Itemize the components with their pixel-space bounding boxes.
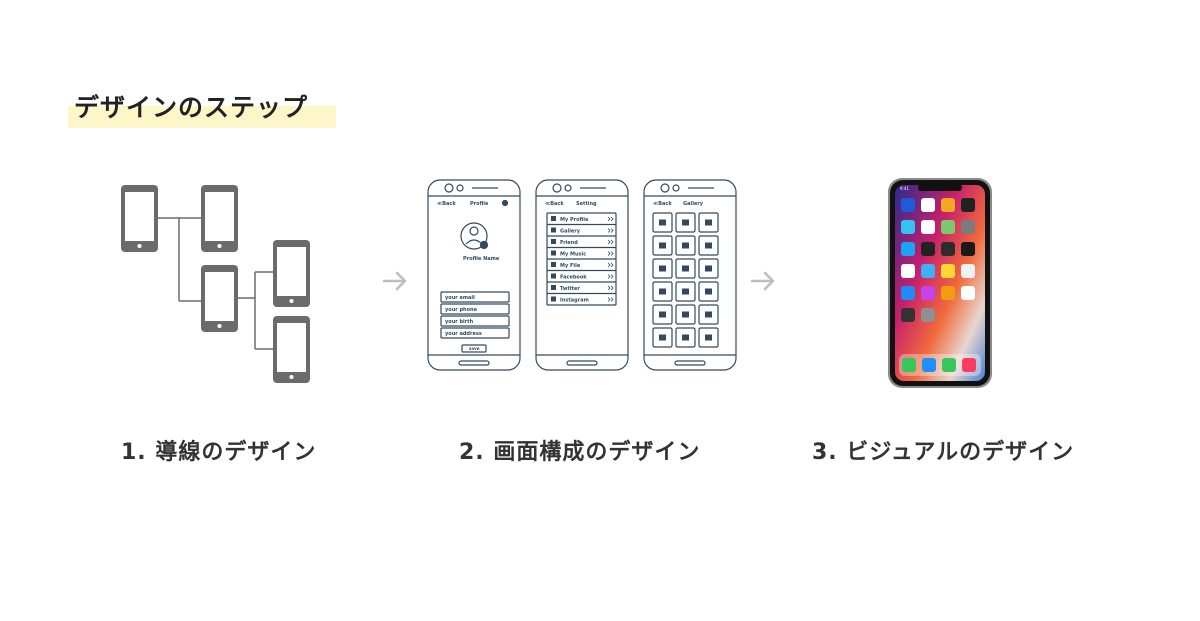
wf-save-label: save <box>469 346 480 351</box>
app-icon <box>901 220 915 234</box>
image-placeholder-icon <box>675 212 696 233</box>
tablet-icon <box>121 185 158 252</box>
tablet-icon <box>201 185 238 252</box>
image-placeholder-icon <box>652 304 673 325</box>
image-placeholder-icon <box>698 281 719 302</box>
app-icon-grid <box>901 198 975 322</box>
wf-header-label: Gallery <box>683 201 704 207</box>
app-icon <box>961 198 975 212</box>
app-icon <box>961 242 975 256</box>
app-icon <box>921 264 935 278</box>
app-icon <box>901 286 915 300</box>
iphone-mockup: 9:41 <box>888 178 992 388</box>
wf-setting-item: My File <box>560 263 581 269</box>
image-placeholder-icon <box>652 281 673 302</box>
phone-notch <box>918 184 962 191</box>
phone-app-icon <box>902 358 916 372</box>
phone-screen <box>895 185 985 381</box>
tablet-icon <box>273 316 310 383</box>
flow-diagram <box>121 185 310 383</box>
app-icon <box>941 286 955 300</box>
step-label-2: 2. 画面構成のデザイン <box>459 440 701 465</box>
phone-dock <box>899 354 981 376</box>
app-icon <box>941 220 955 234</box>
flow-connectors <box>157 217 274 350</box>
wf-field-label: your email <box>445 295 475 301</box>
wireframe-setting <box>535 179 629 371</box>
image-placeholder-icon <box>675 281 696 302</box>
app-icon <box>941 242 955 256</box>
app-icon <box>961 286 975 300</box>
wf-setting-item: Facebook <box>560 275 587 281</box>
wf-setting-item: My Music <box>560 252 586 258</box>
image-placeholder-icon <box>652 235 673 256</box>
wf-setting-item: Instagram <box>560 298 589 304</box>
arrow-right-icon <box>382 271 407 291</box>
setting-item-icon <box>551 216 556 302</box>
app-icon <box>921 242 935 256</box>
wf-profile-name: Profile Name <box>463 256 500 262</box>
app-icon <box>941 264 955 278</box>
app-icon <box>921 198 935 212</box>
image-placeholder-icon <box>675 235 696 256</box>
wf-header-label: Profile <box>470 201 489 207</box>
wf-field-label: your phone <box>445 307 478 313</box>
image-placeholder-icon <box>698 258 719 279</box>
wf-setting-item: Friend <box>560 240 578 246</box>
app-icon <box>901 242 915 256</box>
messages-app-icon <box>942 358 956 372</box>
safari-app-icon <box>922 358 936 372</box>
image-placeholder-icon <box>675 304 696 325</box>
wf-back-label: ≪Back <box>437 201 456 207</box>
image-placeholder-icon <box>652 258 673 279</box>
status-time: 9:41 <box>900 186 909 191</box>
title-highlight <box>68 106 336 128</box>
image-placeholder-icon <box>698 304 719 325</box>
image-placeholder-icon <box>698 327 719 348</box>
image-placeholder-icon <box>652 327 673 348</box>
app-icon <box>901 198 915 212</box>
gallery-grid <box>652 212 719 348</box>
image-placeholder-icon <box>698 212 719 233</box>
wf-field-label: your address <box>445 331 482 337</box>
wf-back-label: ≪Back <box>545 201 564 207</box>
wireframe-gallery <box>643 179 737 371</box>
page-title: デザインのステップ <box>74 93 309 122</box>
wf-field-label: your birth <box>445 319 474 325</box>
app-icon <box>921 308 935 322</box>
music-app-icon <box>962 358 976 372</box>
dock-icons <box>902 358 976 372</box>
app-icon <box>901 264 915 278</box>
app-icon <box>901 308 915 322</box>
app-icon <box>961 220 975 234</box>
app-icon <box>941 198 955 212</box>
wf-setting-item: Gallery <box>560 229 581 235</box>
tablet-icon <box>273 240 310 307</box>
step-label-1: 1. 導線のデザイン <box>121 440 317 465</box>
wf-setting-item: My Profile <box>560 217 589 223</box>
app-icon <box>921 286 935 300</box>
arrow-right-icon <box>750 271 775 291</box>
image-placeholder-icon <box>698 235 719 256</box>
app-icon <box>961 264 975 278</box>
wireframe-profile <box>427 179 521 371</box>
image-placeholder-icon <box>675 258 696 279</box>
app-icon <box>921 220 935 234</box>
step-label-3: 3. ビジュアルのデザイン <box>812 440 1075 465</box>
wf-setting-item: Twitter <box>560 286 580 292</box>
image-placeholder-icon <box>675 327 696 348</box>
image-placeholder-icon <box>652 212 673 233</box>
wf-back-label: ≪Back <box>653 201 672 207</box>
chevron-right-icon <box>607 216 614 302</box>
wf-header-label: Setting <box>576 201 597 207</box>
tablet-icon <box>201 265 238 332</box>
